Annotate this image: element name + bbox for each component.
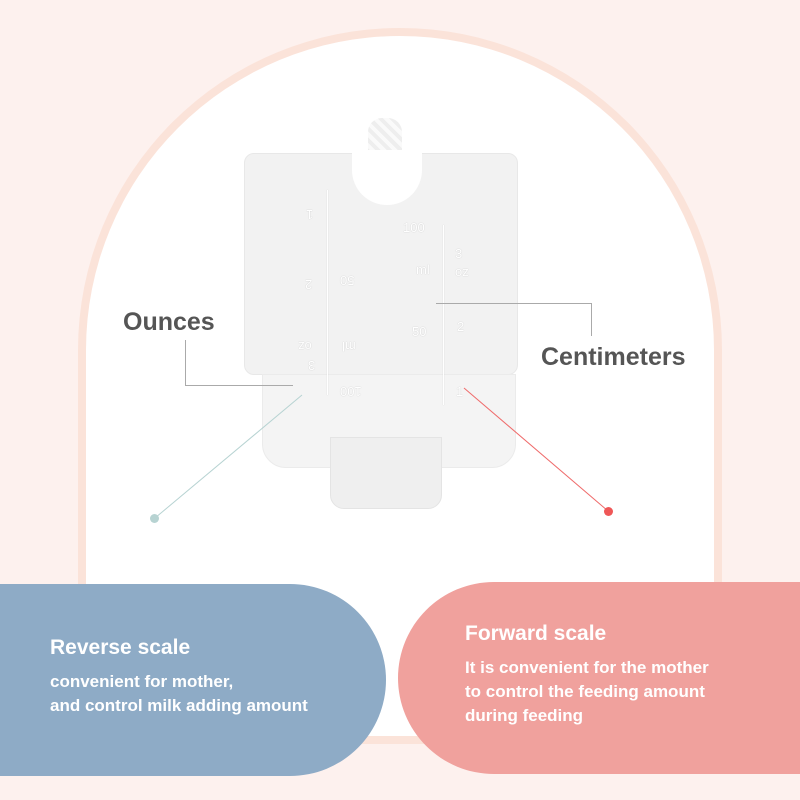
forward-scale-title: Forward scale [465, 622, 607, 645]
bottle-base [262, 374, 516, 468]
scale-mark: ml [416, 262, 430, 277]
centimeters-leader [436, 303, 592, 304]
reverse-scale-title: Reverse scale [50, 636, 191, 659]
centimeters-leader [591, 303, 592, 336]
scale-mark: 1 [456, 384, 464, 399]
scale-mark: 50 [412, 324, 427, 339]
scale-mark: 2 [457, 319, 465, 334]
left-scale-line [327, 190, 328, 395]
reverse-scale-card: Reverse scale convenient for mother, and… [0, 584, 386, 776]
bottle-neck [330, 437, 442, 509]
forward-scale-text: It is convenient for the mother [465, 658, 709, 677]
centimeters-label: Centimeters [541, 343, 686, 371]
ounces-label: Ounces [123, 308, 215, 336]
bottle-notch [352, 150, 422, 205]
reverse-pointer-dot [150, 514, 159, 523]
ounces-leader [185, 340, 186, 385]
ounces-leader [185, 385, 293, 386]
reverse-pointer-line [154, 394, 303, 519]
forward-scale-card: Forward scale It is convenient for the m… [398, 582, 800, 774]
forward-pointer-dot [604, 507, 613, 516]
forward-pointer-line [463, 387, 609, 512]
reverse-scale-text: convenient for mother, [50, 672, 234, 691]
scale-mark: oz [455, 264, 469, 279]
scale-mark: 3 [455, 246, 463, 261]
right-scale-line [443, 225, 444, 405]
forward-scale-text: during feeding [465, 706, 584, 725]
scale-mark: 100 [403, 220, 425, 235]
reverse-scale-text: and control milk adding amount [50, 696, 308, 715]
forward-scale-text: to control the feeding amount [465, 682, 705, 701]
